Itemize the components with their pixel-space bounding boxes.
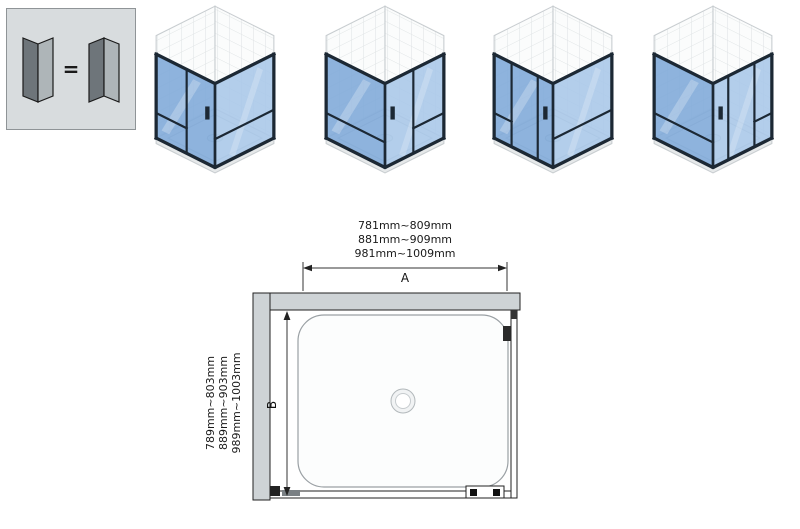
door-handle bbox=[390, 106, 395, 120]
shower-isometric-2 bbox=[323, 5, 447, 174]
door-top-bracket bbox=[511, 310, 517, 319]
dimension-line-b: B bbox=[265, 311, 291, 496]
door-handle bbox=[718, 106, 723, 120]
midrail-right bbox=[551, 108, 614, 141]
shower-isometric-1 bbox=[153, 5, 277, 174]
wall-top bbox=[269, 292, 521, 311]
door-config-icon-left bbox=[22, 37, 54, 103]
wall-left bbox=[252, 292, 271, 501]
depth-range-1: 789mm~803mm bbox=[204, 356, 217, 450]
glass-enclosure bbox=[651, 51, 775, 170]
width-range-1: 781mm~809mm bbox=[358, 219, 452, 232]
glass-enclosure bbox=[491, 51, 615, 170]
width-label: A bbox=[401, 271, 410, 285]
depth-range-2: 889mm~903mm bbox=[217, 356, 230, 450]
midrail-right bbox=[752, 111, 774, 124]
door-guide-detail bbox=[465, 485, 505, 499]
midrail-left bbox=[492, 111, 514, 124]
wall-profile-detail bbox=[270, 486, 300, 496]
top-view-plan: 781mm~809mm 881mm~909mm 981mm~1009mm A bbox=[204, 219, 521, 501]
depth-label: B bbox=[265, 401, 279, 409]
width-range-2: 881mm~909mm bbox=[358, 233, 452, 246]
glass-left-face bbox=[654, 54, 713, 168]
dimension-line-a: A bbox=[302, 262, 508, 291]
glass-right-face bbox=[553, 54, 612, 168]
midrail-right bbox=[411, 111, 446, 130]
shower-isometric-3 bbox=[491, 5, 615, 174]
shower-isometric-4 bbox=[651, 5, 775, 174]
midrail-left bbox=[154, 111, 189, 130]
equals-sign: = bbox=[62, 57, 80, 81]
door-handle bbox=[205, 106, 210, 120]
glass-enclosure bbox=[153, 51, 277, 170]
door-handle bbox=[543, 106, 548, 120]
width-range-3: 981mm~1009mm bbox=[354, 247, 455, 260]
drain-inner-circle bbox=[395, 393, 411, 409]
midrail-left bbox=[652, 111, 715, 144]
sliding-door-panel bbox=[510, 309, 518, 499]
door-handle bbox=[503, 326, 511, 341]
depth-range-3: 989mm~1003mm bbox=[230, 352, 243, 453]
door-orientation-legend: = bbox=[6, 8, 136, 130]
midrail-right bbox=[213, 108, 276, 141]
midrail-left bbox=[324, 111, 387, 144]
door-config-icon-right bbox=[88, 37, 120, 103]
glass-left-face bbox=[326, 54, 385, 168]
glass-right-face bbox=[215, 54, 274, 168]
glass-enclosure bbox=[323, 51, 447, 170]
